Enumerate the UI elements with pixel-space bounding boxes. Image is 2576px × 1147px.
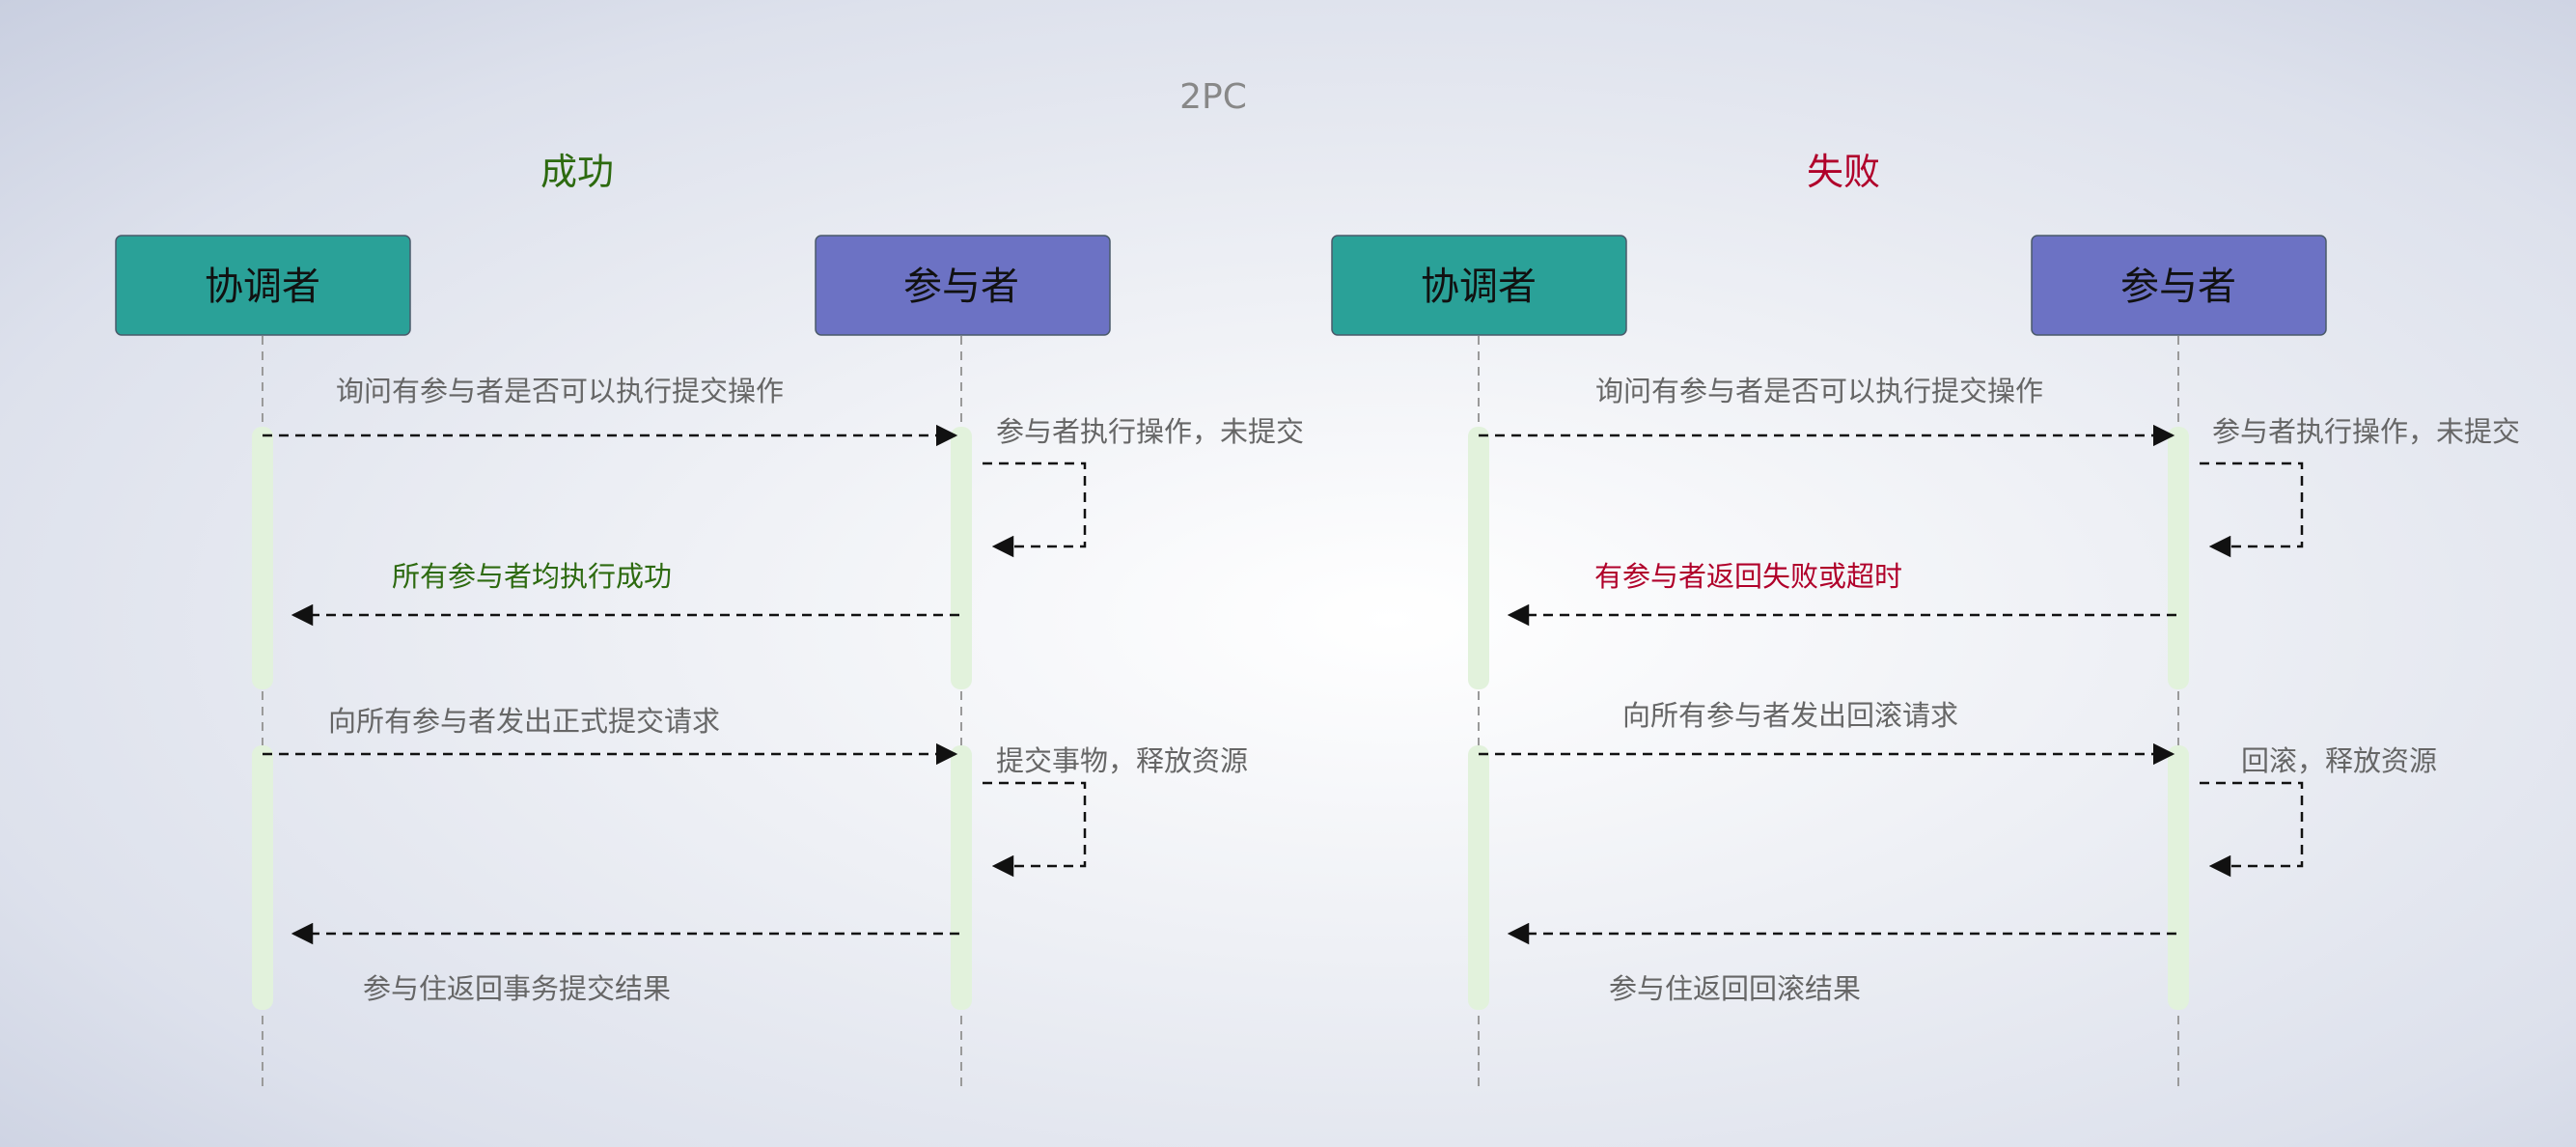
message-label: 向所有参与者发出回滚请求 (1622, 699, 1958, 732)
message-label: 参与住返回事务提交结果 (363, 972, 671, 1005)
message-label: 有参与者返回失败或超时 (1594, 560, 1902, 593)
message-label: 询问有参与者是否可以执行提交操作 (1595, 375, 2043, 407)
message-label: 提交事物，释放资源 (996, 744, 1248, 777)
participant-box: 参与者 (2031, 235, 2327, 336)
message-label: 所有参与者均执行成功 (392, 560, 672, 593)
self-message-arrow (2200, 462, 2304, 558)
coordinator-box: 协调者 (115, 235, 411, 336)
coordinator-activation (252, 427, 273, 689)
participant-activation (2168, 745, 2189, 1010)
failure-heading: 失败 (1807, 151, 1880, 193)
participant-activation (951, 427, 972, 689)
coordinator-activation (252, 745, 273, 1010)
message-label: 向所有参与者发出正式提交请求 (328, 705, 720, 738)
participant-box: 参与者 (815, 235, 1111, 336)
message-label: 参与住返回回滚结果 (1609, 972, 1861, 1005)
participant-label: 参与者 (2120, 265, 2236, 309)
message-label: 询问有参与者是否可以执行提交操作 (336, 375, 784, 407)
success-heading: 成功 (540, 151, 614, 193)
diagram-title: 2PC (1179, 77, 1247, 117)
self-message-arrow (983, 781, 1087, 878)
participant-activation (2168, 427, 2189, 689)
coordinator-activation (1468, 745, 1489, 1010)
coordinator-label: 协调者 (1421, 265, 1537, 309)
message-label: 参与者执行操作，未提交 (996, 415, 1304, 448)
success-scenario: 成功 协调者 参与者 询问有参与者是否可以执行提交操作 参与者执行操作，未提交 … (115, 151, 1304, 1091)
participant-activation (951, 745, 972, 1010)
message-label: 回滚，释放资源 (2241, 744, 2437, 777)
failure-scenario: 失败 协调者 参与者 询问有参与者是否可以执行提交操作 参与者执行操作，未提交 … (1331, 151, 2520, 1091)
self-message-arrow (2200, 781, 2304, 878)
participant-label: 参与者 (903, 265, 1019, 309)
message-label: 参与者执行操作，未提交 (2212, 415, 2520, 448)
coordinator-activation (1468, 427, 1489, 689)
self-message-arrow (983, 462, 1087, 558)
coordinator-box: 协调者 (1331, 235, 1627, 336)
coordinator-label: 协调者 (205, 265, 320, 309)
